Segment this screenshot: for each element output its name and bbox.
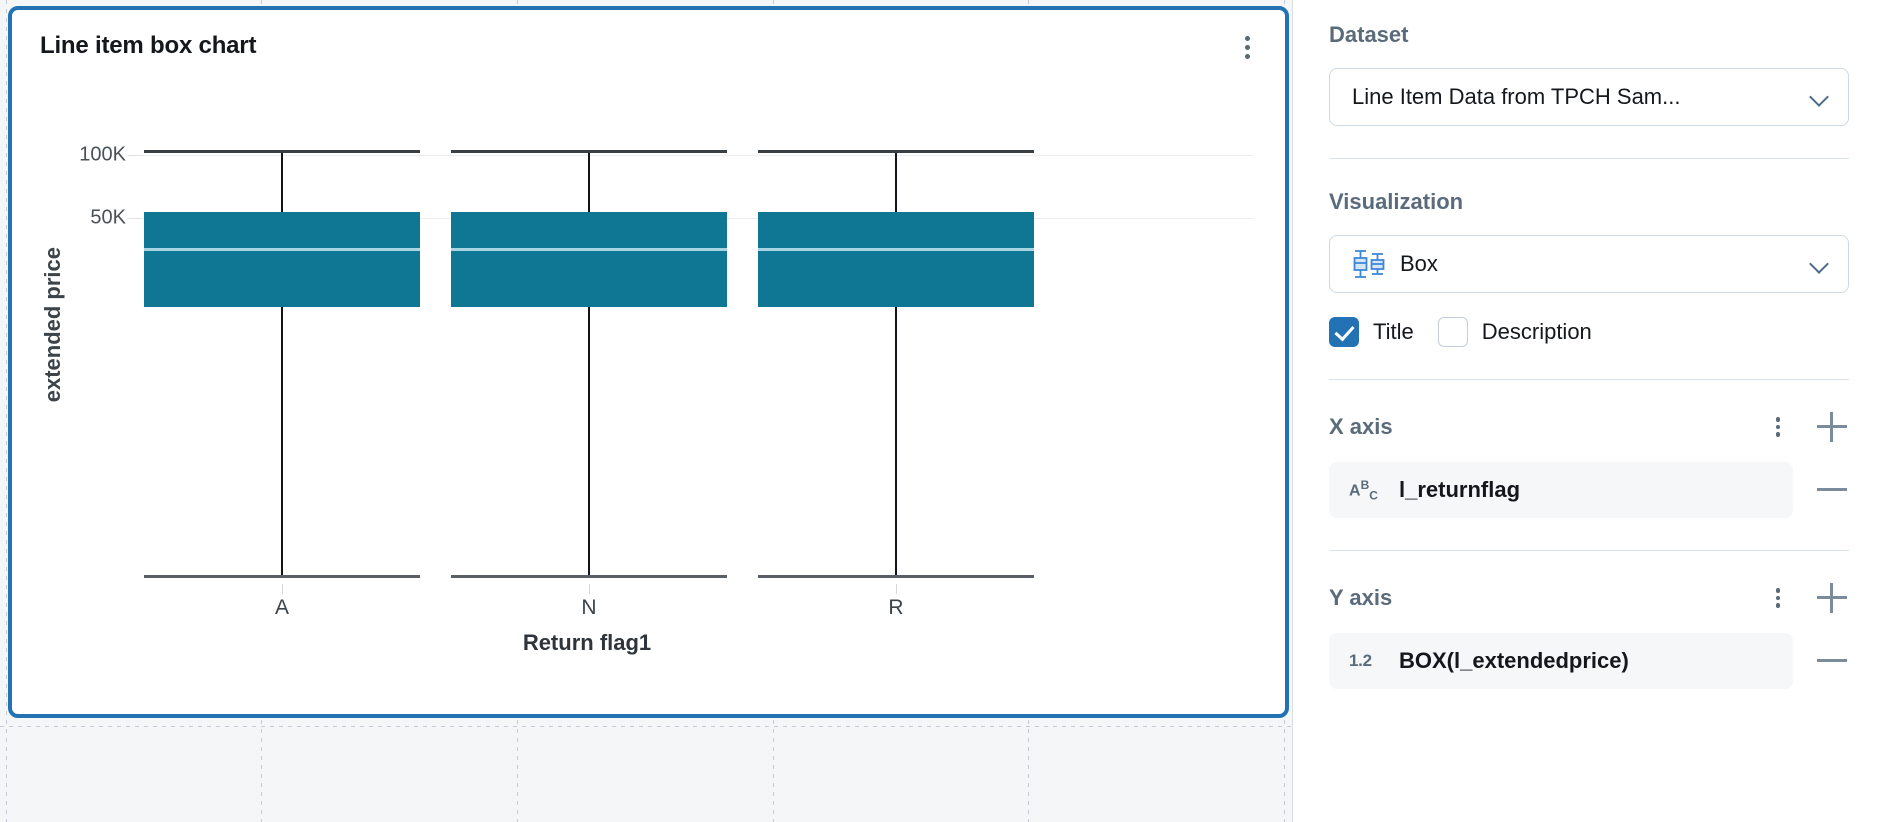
y-axis-header: Y axis (1329, 581, 1849, 615)
plus-icon[interactable] (1815, 410, 1849, 444)
page-title: Line item box chart (40, 32, 257, 59)
whisker-cap-top-r (758, 150, 1034, 153)
whisker-n (588, 151, 590, 576)
xtick-mark-r (895, 584, 897, 594)
x-axis-field-name: l_returnflag (1399, 477, 1521, 502)
median-line-n (451, 248, 727, 251)
number-type-icon: 1.2 (1349, 651, 1372, 670)
chart-card-header: Line item box chart (12, 10, 1285, 72)
y-axis-title: extended price (40, 247, 65, 403)
y-axis-field-name: BOX(l_extendedprice) (1399, 648, 1629, 673)
chart-card[interactable]: Line item box chart extended price 100K … (8, 6, 1289, 718)
ytick-label-100k: 100K (79, 143, 126, 166)
chevron-down-icon (1810, 254, 1830, 274)
string-type-icon: ABC (1349, 477, 1378, 503)
ytick-dash-50k (128, 218, 142, 219)
xtick-mark-n (588, 584, 590, 594)
title-checkbox-label: Title (1373, 319, 1414, 344)
xtick-label-r: R (888, 596, 904, 619)
whisker-cap-bottom-n (451, 575, 727, 578)
chevron-down-icon (1810, 87, 1830, 107)
dataset-section-label: Dataset (1329, 22, 1409, 47)
visualization-select[interactable]: Box (1329, 235, 1849, 293)
box-rect-r (758, 212, 1034, 307)
whisker-cap-bottom-r (758, 575, 1034, 578)
y-axis-section-label: Y axis (1329, 585, 1393, 610)
chart-plot-area: extended price 100K 50K (12, 72, 1285, 714)
y-axis-field-pill[interactable]: 1.2 BOX(l_extendedprice) (1329, 633, 1793, 689)
x-axis-section-label: X axis (1329, 414, 1393, 439)
whisker-cap-top-a (144, 150, 420, 153)
x-axis-field-row: ABC l_returnflag (1329, 462, 1849, 518)
section-divider-2 (1329, 379, 1849, 380)
box-plot-icon (1352, 247, 1388, 281)
dashboard-canvas: Line item box chart extended price 100K … (0, 0, 1293, 822)
whisker-cap-bottom-a (144, 575, 420, 578)
plus-icon[interactable] (1815, 581, 1849, 615)
gridline-100k (142, 155, 1253, 156)
whisker-cap-top-n (451, 150, 727, 153)
xtick-label-n: N (581, 596, 597, 619)
title-checkbox[interactable] (1329, 317, 1359, 347)
whisker-r (895, 151, 897, 576)
minus-icon[interactable] (1815, 644, 1849, 678)
median-line-r (758, 248, 1034, 251)
y-axis-field-row: 1.2 BOX(l_extendedprice) (1329, 633, 1849, 689)
ytick-dash-100k (128, 155, 142, 156)
ytick-label-50k: 50K (90, 206, 126, 229)
xtick-label-a: A (274, 596, 289, 619)
x-axis-field-pill[interactable]: ABC l_returnflag (1329, 462, 1793, 518)
minus-icon[interactable] (1815, 473, 1849, 507)
description-checkbox[interactable] (1437, 317, 1468, 347)
settings-panel: Dataset Line Item Data from TPCH Sam... … (1293, 0, 1893, 822)
x-axis-title: Return flag1 (522, 630, 652, 655)
xtick-mark-a (281, 584, 283, 594)
section-divider-3 (1329, 550, 1849, 551)
kebab-menu-icon[interactable] (1763, 412, 1793, 442)
box-rect-n (451, 212, 727, 307)
section-divider-1 (1329, 158, 1849, 159)
description-checkbox-label: Description (1481, 319, 1592, 344)
display-toggles: Title Description (1329, 317, 1849, 347)
x-axis-header: X axis (1329, 410, 1849, 444)
visualization-section-label: Visualization (1329, 189, 1464, 214)
dataset-select[interactable]: Line Item Data from TPCH Sam... (1329, 68, 1849, 126)
visualization-select-value: Box (1400, 251, 1438, 276)
box-plot-a[interactable]: A (144, 72, 420, 652)
whisker-a (281, 151, 283, 576)
median-line-a (144, 248, 420, 251)
plot-canvas: 100K 50K A (79, 72, 1253, 655)
box-plot-n[interactable]: N (451, 72, 727, 652)
kebab-menu-icon[interactable] (1763, 583, 1793, 613)
kebab-menu-icon[interactable] (1231, 30, 1263, 64)
box-plot-r[interactable]: R (758, 72, 1034, 652)
box-rect-a (144, 212, 420, 307)
dataset-select-value: Line Item Data from TPCH Sam... (1352, 84, 1681, 109)
